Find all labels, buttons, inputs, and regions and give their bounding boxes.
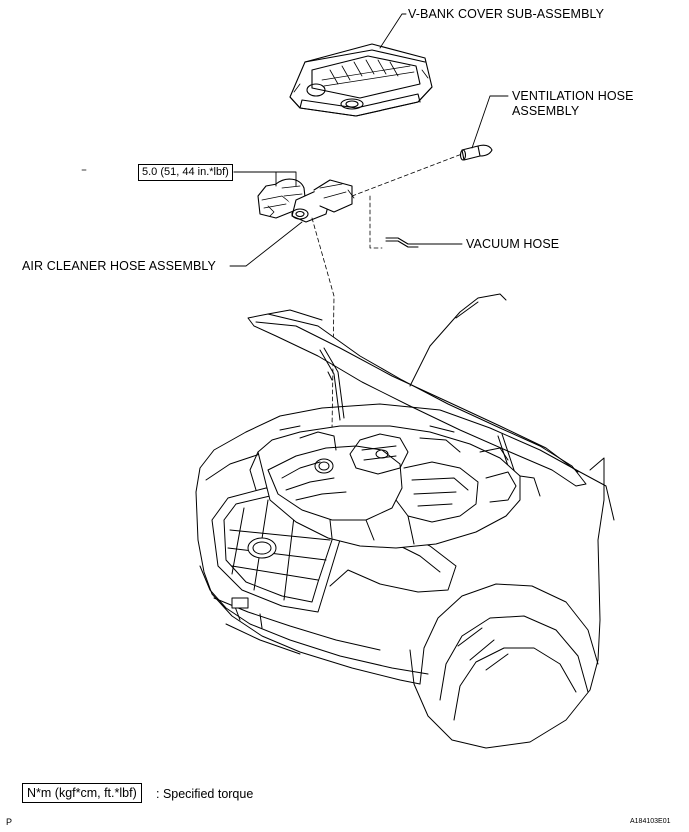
vehicle-engine-bay-illustration — [195, 293, 615, 749]
ventilation-hose-part — [459, 144, 493, 161]
ventilation-hose-label-line1: VENTILATION HOSE — [512, 89, 634, 103]
torque-legend-description: : Specified torque — [156, 787, 254, 801]
torque-unit-legend-box: N*m (kgf*cm, ft.*lbf) — [22, 783, 142, 803]
vacuum-hose-label: VACUUM HOSE — [466, 237, 560, 251]
vacuum-hose-part — [385, 237, 419, 248]
ventilation-hose-label-line2: ASSEMBLY — [512, 104, 580, 118]
torque-spec-box: 5.0 (51, 44 in.*lbf) — [138, 164, 233, 181]
v-bank-cover-part — [289, 43, 433, 117]
air-cleaner-hose-label: AIR CLEANER HOSE ASSEMBLY — [22, 259, 216, 273]
leader-lines — [229, 13, 509, 267]
v-bank-cover-label: V-BANK COVER SUB-ASSEMBLY — [408, 7, 605, 21]
corner-letter: P — [6, 817, 13, 827]
figure-id: A184103E01 — [630, 818, 671, 825]
air-cleaner-hose-part — [257, 178, 355, 223]
installation-dashed-lines — [81, 153, 463, 431]
